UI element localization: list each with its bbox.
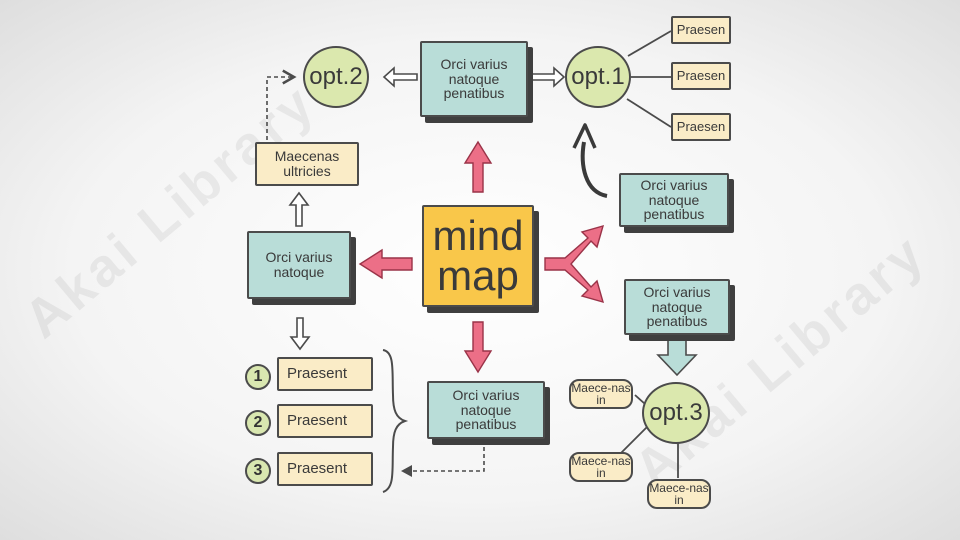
option-3-label: opt.3 (649, 399, 703, 426)
right-topic-box-top[interactable]: Orci varius natoque penatibus (619, 173, 729, 227)
opt3-item-1-label: Maece-nas in (571, 381, 631, 407)
opt1-item-3-label: Praesen (676, 119, 726, 135)
option-3-node[interactable]: opt.3 (642, 382, 710, 444)
opt1-item-2[interactable]: Praesen (671, 62, 731, 90)
opt1-item-2-label: Praesen (676, 68, 726, 84)
list-item-1-label: Praesent (287, 365, 348, 383)
option-2-node[interactable]: opt.2 (303, 46, 369, 108)
list-number-2: 2 (245, 410, 271, 436)
arrow-left-to-list (289, 317, 311, 351)
dashed-arrow-to-opt2 (266, 69, 297, 140)
right-topic-box-bottom[interactable]: Orci varius natoque penatibus (624, 279, 730, 335)
curved-arrow-to-opt1 (572, 123, 608, 198)
list-number-3: 3 (245, 458, 271, 484)
opt3-item-3[interactable]: Maece-nas in (647, 479, 711, 509)
left-topic-box[interactable]: Orci varius natoque (247, 231, 351, 299)
right-topic-top-label: Orci varius natoque penatibus (640, 176, 708, 223)
dashed-arrow-to-list (401, 447, 485, 477)
pink-arrows (358, 140, 605, 374)
opt3-item-2[interactable]: Maece-nas in (569, 452, 633, 482)
opt1-item-1[interactable]: Praesen (671, 16, 731, 44)
list-number-2-text: 2 (253, 414, 263, 431)
list-number-1-text: 1 (253, 368, 263, 385)
bottom-topic-label: Orci varius natoque penatibus (452, 386, 520, 433)
arrow-top-to-opt1 (530, 66, 566, 88)
opt1-item-3[interactable]: Praesen (671, 113, 731, 141)
arrow-to-opt3 (656, 337, 698, 377)
list-number-3-text: 3 (253, 462, 263, 479)
bottom-topic-box[interactable]: Orci varius natoque penatibus (427, 381, 545, 439)
option-2-label: opt.2 (309, 63, 363, 90)
top-topic-box[interactable]: Orci varius natoque penatibus (420, 41, 528, 117)
arrow-left-to-maecenas (288, 191, 310, 227)
list-item-2[interactable]: Praesent (277, 404, 373, 438)
opt3-item-3-label: Maece-nas in (649, 481, 709, 507)
arrow-top-to-opt2 (382, 66, 418, 88)
list-item-3[interactable]: Praesent (277, 452, 373, 486)
list-brace (382, 349, 409, 493)
maecenas-label: Maecenas ultricies (274, 148, 340, 179)
list-item-3-label: Praesent (287, 460, 348, 478)
top-topic-label: Orci varius natoque penatibus (440, 55, 508, 102)
maecenas-box[interactable]: Maecenas ultricies (255, 142, 359, 186)
list-item-1[interactable]: Praesent (277, 357, 373, 391)
left-topic-label: Orci varius natoque (265, 249, 333, 280)
option-1-label: opt.1 (571, 63, 625, 90)
opt3-item-2-label: Maece-nas in (571, 454, 631, 480)
central-mind-map-node[interactable]: mind map (422, 205, 534, 307)
list-number-1: 1 (245, 364, 271, 390)
list-item-2-label: Praesent (287, 412, 348, 430)
opt1-spokes (626, 30, 672, 128)
center-line-2: map (437, 252, 519, 299)
opt1-item-1-label: Praesen (676, 22, 726, 38)
opt3-item-1[interactable]: Maece-nas in (569, 379, 633, 409)
right-topic-bottom-label: Orci varius natoque penatibus (643, 283, 711, 330)
option-1-node[interactable]: opt.1 (565, 46, 631, 108)
center-line-1: mind (432, 212, 524, 260)
